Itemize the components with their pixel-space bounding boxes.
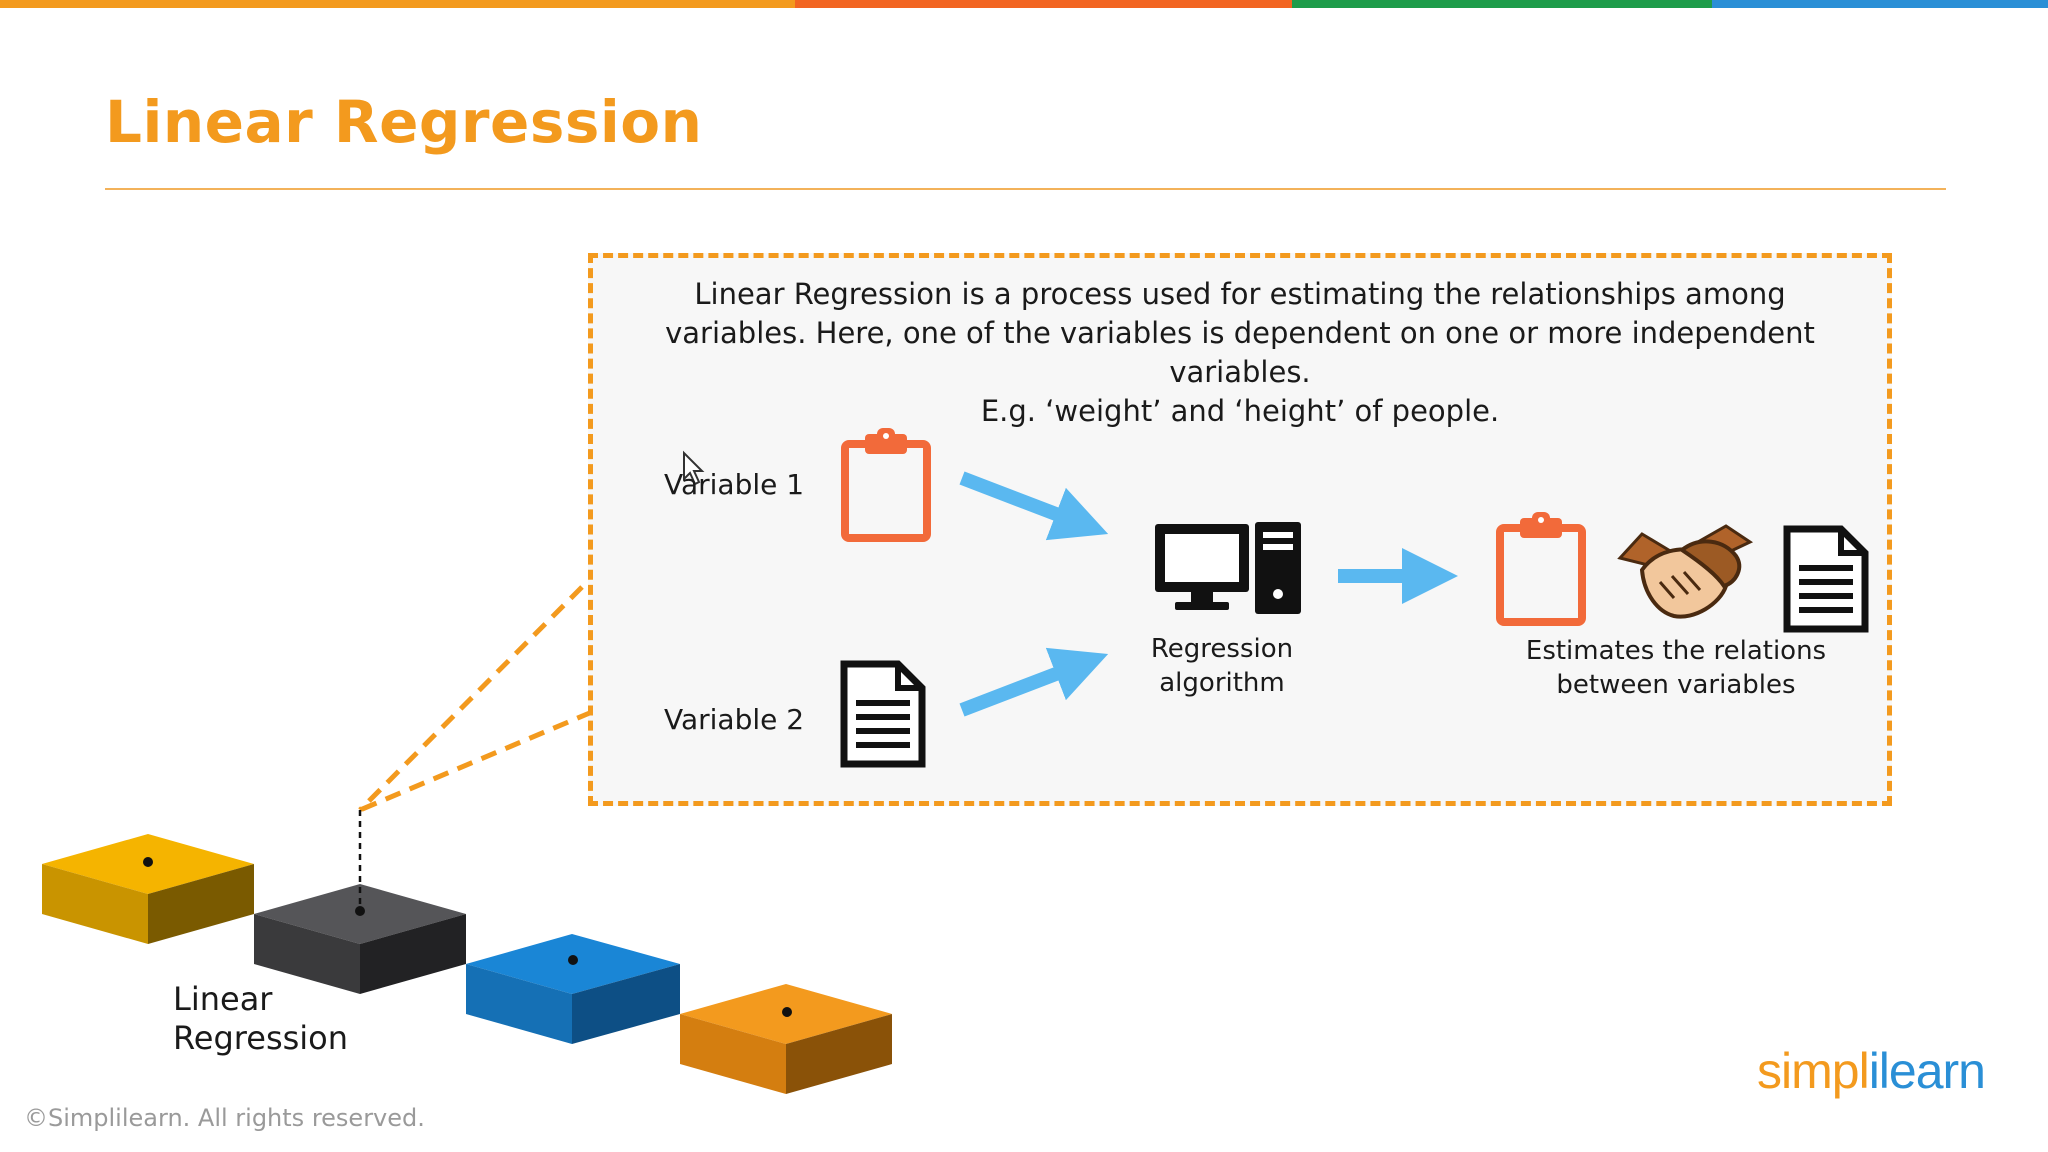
top-bar-red-orange	[795, 0, 1292, 8]
blocks-label-line-1: Linear	[173, 980, 273, 1018]
description: Linear Regression is a process used for …	[605, 275, 1875, 431]
description-line-3: variables.	[1169, 355, 1311, 389]
description-line-1: Linear Regression is a process used for …	[694, 277, 1786, 311]
algorithm-label-line-1: Regression	[1150, 634, 1294, 664]
blocks-label-line-2: Regression	[173, 1019, 349, 1057]
result-label: Estimates the relations between variable…	[1486, 634, 1866, 702]
blocks-label: Linear Regression	[173, 980, 348, 1058]
variable-1-label: Variable 1	[664, 468, 805, 501]
result-label-line-2: between variables	[1556, 670, 1796, 700]
top-bar-green	[1292, 0, 1712, 8]
block-blue	[466, 934, 680, 1044]
block-dark	[254, 884, 466, 994]
slide-title: Linear Regression	[105, 88, 703, 156]
algorithm-label: Regression algorithm	[1111, 632, 1333, 700]
logo-part-2: ilearn	[1868, 1043, 1986, 1099]
top-bar-orange	[0, 0, 795, 8]
description-line-2: variables. Here, one of the variables is…	[665, 316, 1815, 350]
top-bar-blue	[1712, 0, 2048, 8]
block-yellow	[42, 834, 254, 944]
block-orange	[680, 984, 892, 1094]
description-line-4: E.g. ‘weight’ and ‘height’ of people.	[980, 394, 1500, 428]
result-label-line-1: Estimates the relations	[1525, 636, 1827, 666]
variable-2-label: Variable 2	[664, 703, 805, 736]
simplilearn-logo: simplilearn	[1757, 1042, 1986, 1100]
top-color-bar	[0, 0, 2048, 8]
title-underline	[105, 188, 1946, 190]
callout-tail	[358, 585, 593, 813]
algorithm-label-line-2: algorithm	[1159, 668, 1285, 698]
copyright-text: ©Simplilearn. All rights reserved.	[24, 1104, 425, 1132]
logo-part-1: simpl	[1757, 1043, 1870, 1099]
